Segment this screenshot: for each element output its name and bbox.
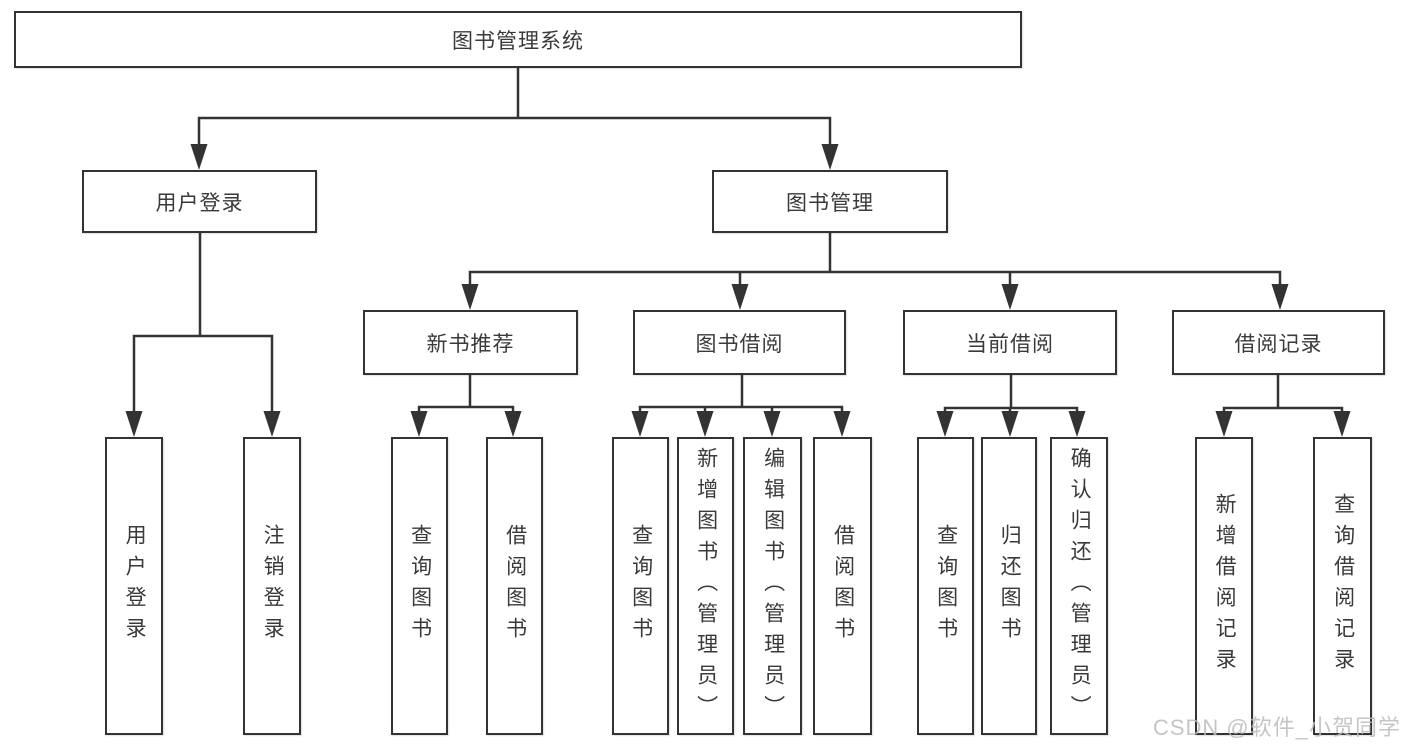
csdn-watermark: CSDN @软件_小贺同学 (1152, 715, 1401, 740)
node-current-borrow-label: 当前借阅 (966, 332, 1054, 356)
node-book-borrow-label: 图书借阅 (695, 332, 784, 356)
leaf-return-book: 归还图书 (981, 437, 1037, 735)
leaf-query-books-3: 查询图书 (917, 437, 974, 735)
leaf-logout-label: 注销登录 (261, 524, 285, 648)
leaf-add-borrow-record: 新增借阅记录 (1195, 437, 1253, 735)
leaf-edit-book-admin-label: 编辑图书（管理员） (761, 446, 785, 726)
node-book-management-label: 图书管理 (786, 191, 874, 215)
leaf-edit-book-admin: 编辑图书（管理员） (743, 437, 802, 735)
leaf-confirm-return-admin-label: 确认归还（管理员） (1068, 446, 1092, 726)
leaf-borrow-books-2-label: 借阅图书 (831, 524, 855, 648)
leaf-query-borrow-record: 查询借阅记录 (1313, 437, 1372, 735)
leaf-query-books-1: 查询图书 (391, 437, 448, 735)
node-library-system-label: 图书管理系统 (452, 29, 584, 53)
leaf-add-borrow-record-label: 新增借阅记录 (1213, 493, 1237, 679)
node-book-management: 图书管理 (712, 170, 948, 233)
node-book-borrow: 图书借阅 (633, 310, 846, 375)
leaf-query-books-3-label: 查询图书 (934, 524, 958, 648)
leaf-add-book-admin-label: 新增图书（管理员） (694, 446, 718, 726)
leaf-return-book-label: 归还图书 (998, 524, 1022, 648)
leaf-logout: 注销登录 (243, 437, 301, 735)
leaf-user-login-label: 用户登录 (123, 524, 147, 648)
leaf-query-books-1-label: 查询图书 (408, 524, 432, 648)
node-user-login-label: 用户登录 (155, 191, 244, 215)
node-current-borrow: 当前借阅 (903, 310, 1117, 375)
node-library-system: 图书管理系统 (14, 11, 1022, 68)
leaf-user-login: 用户登录 (105, 437, 163, 735)
leaf-borrow-books-1: 借阅图书 (486, 437, 543, 735)
node-borrow-records: 借阅记录 (1172, 310, 1385, 375)
leaf-borrow-books-1-label: 借阅图书 (503, 524, 527, 648)
leaf-query-books-2-label: 查询图书 (629, 524, 653, 648)
leaf-add-book-admin: 新增图书（管理员） (677, 437, 734, 735)
node-new-book-recommend: 新书推荐 (363, 310, 578, 375)
node-new-book-recommend-label: 新书推荐 (426, 332, 515, 356)
leaf-query-books-2: 查询图书 (612, 437, 669, 735)
node-borrow-records-label: 借阅记录 (1234, 332, 1323, 356)
leaf-borrow-books-2: 借阅图书 (813, 437, 872, 735)
leaf-confirm-return-admin: 确认归还（管理员） (1050, 437, 1108, 735)
node-user-login: 用户登录 (82, 170, 317, 233)
leaf-query-borrow-record-label: 查询借阅记录 (1331, 493, 1355, 679)
